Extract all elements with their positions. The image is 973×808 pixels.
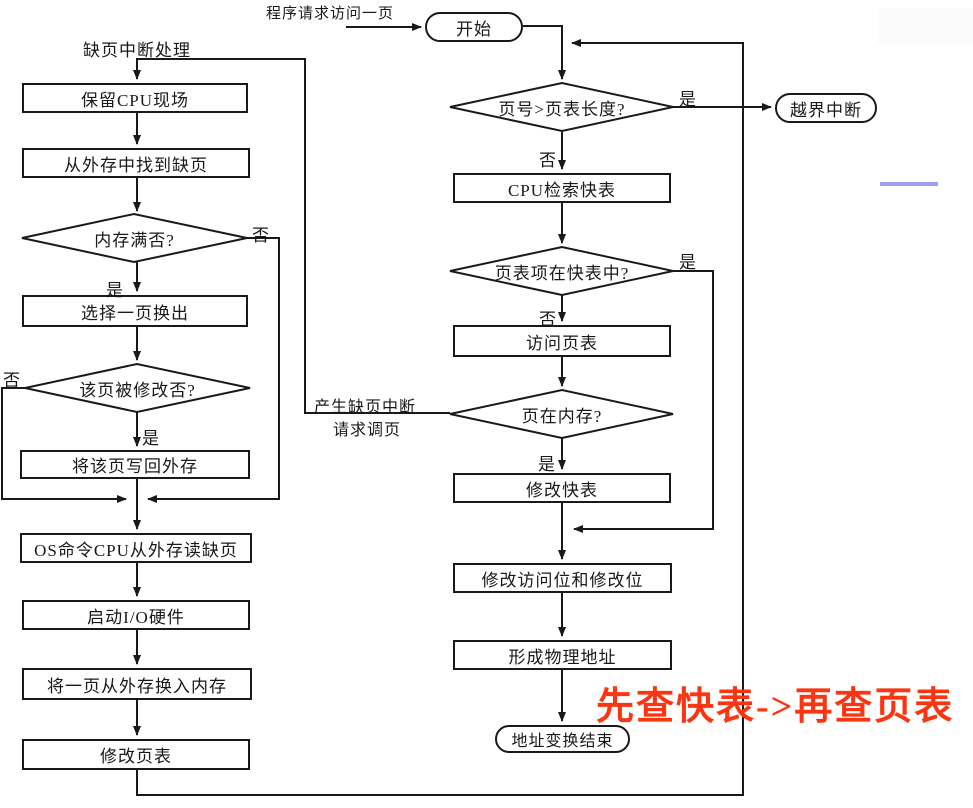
program-request-label: 程序请求访问一页 <box>266 6 395 22</box>
edge-retry-loop <box>136 39 744 796</box>
branch-memory-full-yes: 是 <box>106 281 123 300</box>
branch-intlb-yes: 是 <box>679 253 696 272</box>
edge-start-to-bounds-check <box>523 25 566 80</box>
node-cpu-search-tlb: CPU检索快表 <box>453 173 671 203</box>
node-form-physical-address: 形成物理地址 <box>453 640 672 670</box>
node-select-page-out: 选择一页换出 <box>22 295 248 327</box>
edge-page-fault-to-handler <box>133 58 450 414</box>
branch-bounds-yes: 是 <box>679 90 696 109</box>
node-write-page-back: 将该页写回外存 <box>20 450 250 479</box>
faint-gray-band <box>878 8 973 44</box>
node-save-cpu: 保留CPU现场 <box>22 83 248 113</box>
page-fault-label-line1: 产生缺页中断 <box>314 399 417 416</box>
branch-page-modified-no: 否 <box>3 371 20 390</box>
diamond-page-modified <box>24 362 251 414</box>
node-find-page-external: 从外存中找到缺页 <box>22 148 250 178</box>
fault-handler-label: 缺页中断处理 <box>83 41 191 60</box>
node-access-page-table: 访问页表 <box>453 325 671 357</box>
node-update-tlb: 修改快表 <box>453 473 671 503</box>
node-swap-page-in: 将一页从外存换入内存 <box>22 668 252 700</box>
diamond-bounds-check <box>449 81 674 133</box>
node-update-page-table: 修改页表 <box>22 739 250 770</box>
tlb-note: 先查快表->再查页表 <box>596 686 955 728</box>
diamond-memory-full <box>21 212 248 264</box>
connector-group <box>1 23 772 796</box>
node-update-access-modify-bits: 修改访问位和修改位 <box>453 563 672 593</box>
diamond-entry-in-tlb <box>449 245 674 297</box>
edge-memfull-no <box>147 237 280 503</box>
edge-modified-no <box>1 387 127 503</box>
branch-intlb-no: 否 <box>539 310 556 329</box>
node-end: 地址变换结束 <box>495 725 630 753</box>
branch-bounds-no: 否 <box>539 151 556 170</box>
node-out-of-bounds-interrupt: 越界中断 <box>775 93 877 123</box>
blue-underline <box>880 182 938 186</box>
branch-memory-full-no: 否 <box>252 226 269 245</box>
branch-inmem-yes: 是 <box>538 455 555 474</box>
node-start: 开始 <box>425 12 523 42</box>
node-os-command-read: OS命令CPU从外存读缺页 <box>20 533 252 563</box>
diamond-page-in-memory <box>449 388 674 440</box>
page-fault-label-line2: 请求调页 <box>333 422 402 439</box>
node-start-io: 启动I/O硬件 <box>22 600 250 630</box>
edge-intlb-yes <box>573 270 714 533</box>
branch-page-modified-yes: 是 <box>142 429 159 448</box>
